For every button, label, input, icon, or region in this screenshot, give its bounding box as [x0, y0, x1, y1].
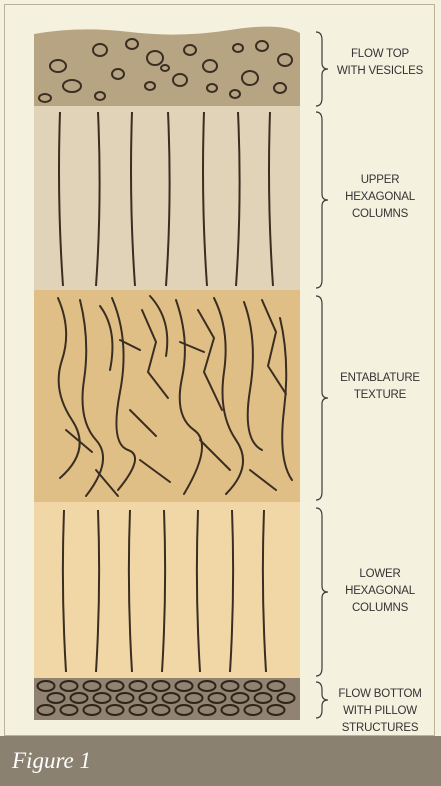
- caption-bar: Figure 1: [0, 736, 441, 786]
- flow-top-layer: [34, 27, 300, 106]
- figure-caption: Figure 1: [12, 748, 91, 774]
- lower-columns-label: LOWER HEXAGONAL COLUMNS: [326, 566, 434, 617]
- flow-bottom-layer: [34, 678, 300, 720]
- flow-bottom-label: FLOW BOTTOM WITH PILLOW STRUCTURES: [326, 686, 434, 737]
- entablature-layer: [34, 290, 300, 502]
- upper-columns-layer: [34, 106, 300, 290]
- lava-flow-diagram: [0, 0, 441, 736]
- entablature-label: ENTABLATURE TEXTURE: [326, 370, 434, 404]
- upper-columns-label: UPPER HEXAGONAL COLUMNS: [326, 172, 434, 223]
- flow-top-label: FLOW TOP WITH VESICLES: [326, 46, 434, 80]
- lower-columns-layer: [34, 502, 300, 678]
